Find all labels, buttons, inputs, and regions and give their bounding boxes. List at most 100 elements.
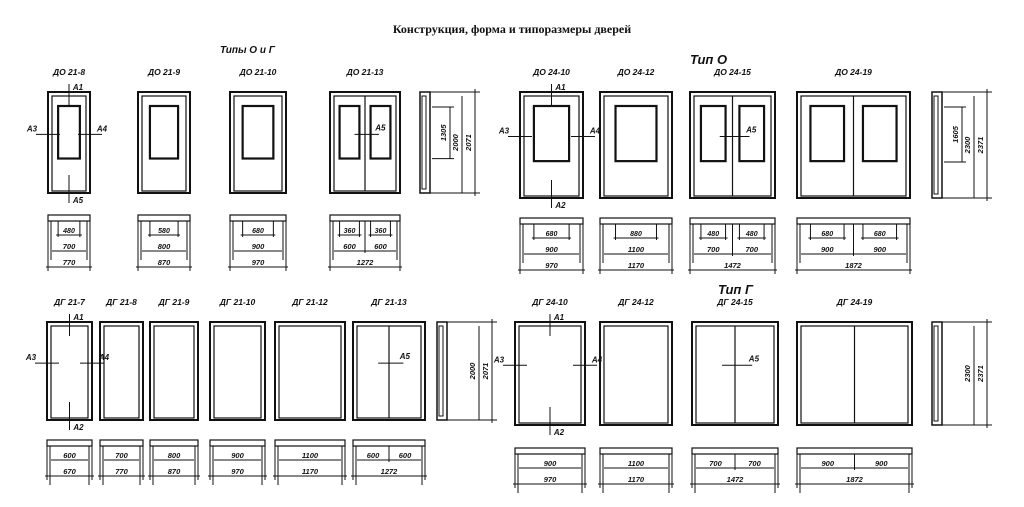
plan-frame — [329, 214, 401, 222]
glass-pane — [532, 104, 571, 163]
marker-a5: A5 — [745, 126, 757, 135]
marker-a3: A3 — [25, 353, 37, 362]
leaf-width-label: 900 — [544, 459, 557, 468]
door-type-label: ДГ 21-9 — [158, 297, 190, 307]
marker-a1: A1 — [553, 313, 565, 322]
plan-frame — [137, 214, 191, 222]
marker-a3: A3 — [26, 124, 38, 133]
leaf-height-label: 2300 — [963, 364, 972, 383]
glass-width-label: 580 — [158, 228, 170, 235]
glass-width-label: 680 — [874, 231, 886, 238]
plan-frame — [209, 439, 266, 447]
total-width-label: 1170 — [302, 467, 319, 476]
glass-pane — [738, 104, 766, 163]
glass-pane — [699, 104, 727, 163]
total-width-label: 770 — [63, 258, 76, 267]
marker-a1: A1 — [72, 83, 84, 92]
marker-a4: A4 — [96, 124, 108, 133]
leaf-height-label: 2300 — [963, 136, 972, 155]
door-frame — [209, 321, 266, 421]
door-frame — [599, 321, 673, 426]
leaf-width-label: 700 — [745, 245, 758, 254]
total-width-label: 1872 — [846, 475, 864, 484]
door-type-label: ДГ 21-10 — [219, 297, 256, 307]
drawing-title: Конструкция, форма и типоразмеры дверей — [392, 22, 632, 36]
door-frame — [137, 91, 191, 194]
leaf-width-label: 700 — [748, 459, 761, 468]
leaf-width-label: 1100 — [628, 245, 645, 254]
door-leaf — [153, 325, 195, 419]
group-label-type-o: Тип О — [690, 52, 727, 67]
door-frame — [352, 321, 426, 421]
leaf-width-label: 900 — [252, 242, 265, 251]
glass-width-label: 480 — [62, 228, 75, 235]
glass-width-label: 680 — [546, 231, 558, 238]
leaf-width-label: 600 — [343, 242, 356, 251]
side-frame — [931, 321, 943, 426]
glass-width-label: 360 — [344, 228, 356, 235]
door-type-label: ДО 24-19 — [834, 67, 872, 77]
door-leaf — [278, 325, 342, 419]
marker-a3: A3 — [498, 127, 510, 136]
door-leaf — [603, 325, 669, 424]
plan-frame — [149, 439, 199, 447]
door-leaf — [103, 325, 140, 419]
door-frame — [329, 91, 401, 194]
glass-width-label: 680 — [252, 228, 264, 235]
plan-frame — [519, 217, 584, 225]
marker-bottom: A2 — [553, 428, 565, 437]
marker-a1: A1 — [554, 83, 566, 92]
total-width-label: 1472 — [727, 475, 745, 484]
glass-pane — [614, 104, 658, 163]
leaf-width-label: 900 — [545, 245, 558, 254]
total-width-label: 870 — [158, 258, 171, 267]
plan-frame — [274, 439, 346, 447]
total-width-label: 1170 — [628, 261, 645, 270]
door-frame — [691, 321, 779, 426]
total-height-label: 2071 — [481, 363, 490, 381]
total-height-label: 2371 — [976, 365, 985, 383]
marker-a5: A5 — [374, 123, 386, 132]
side-leaf — [933, 325, 939, 422]
door-type-label: ДО 24-12 — [617, 67, 655, 77]
leaf-width-label: 900 — [875, 459, 888, 468]
group-label-types-o-g: Типы О и Г — [220, 45, 276, 56]
glass-pane — [241, 104, 275, 160]
leaf-width-label: 1100 — [302, 451, 319, 460]
marker-a4: A4 — [591, 355, 603, 364]
total-width-label: 1472 — [724, 261, 742, 270]
glass-pane — [809, 104, 846, 163]
leaf-width-label: 600 — [367, 451, 380, 460]
leaf-width-label: 800 — [158, 242, 171, 251]
plan-frame — [514, 447, 586, 455]
door-type-label: ДО 21-13 — [346, 67, 384, 77]
total-width-label: 870 — [168, 467, 181, 476]
door-type-label: ДГ 24-19 — [836, 297, 873, 307]
total-width-label: 970 — [545, 261, 558, 270]
door-frame — [796, 91, 911, 199]
leaf-height-label: 2000 — [451, 133, 460, 152]
door-type-label: ДГ 21-7 — [53, 297, 86, 307]
marker-a5: A5 — [748, 354, 760, 363]
door-type-label: ДГ 24-15 — [716, 297, 753, 307]
leaf-width-label: 900 — [821, 245, 834, 254]
glass-width-label: 360 — [375, 228, 387, 235]
plan-frame — [796, 447, 913, 455]
leaf-width-label: 600 — [63, 451, 76, 460]
glass-pane — [369, 104, 392, 160]
leaf-width-label: 700 — [709, 459, 722, 468]
door-type-label: ДО 21-9 — [147, 67, 180, 77]
leaf-width-label: 900 — [873, 245, 886, 254]
leaf-width-label: 700 — [115, 451, 128, 460]
glass-pane — [148, 104, 180, 160]
side-leaf — [933, 95, 939, 195]
side-leaf — [421, 95, 427, 190]
glass-width-label: 680 — [821, 231, 833, 238]
door-leaf — [233, 95, 283, 192]
door-leaf — [141, 95, 187, 192]
plan-frame — [689, 217, 776, 225]
plan-frame — [599, 447, 673, 455]
plan-frame — [47, 214, 91, 222]
door-type-label: ДО 24-15 — [713, 67, 751, 77]
